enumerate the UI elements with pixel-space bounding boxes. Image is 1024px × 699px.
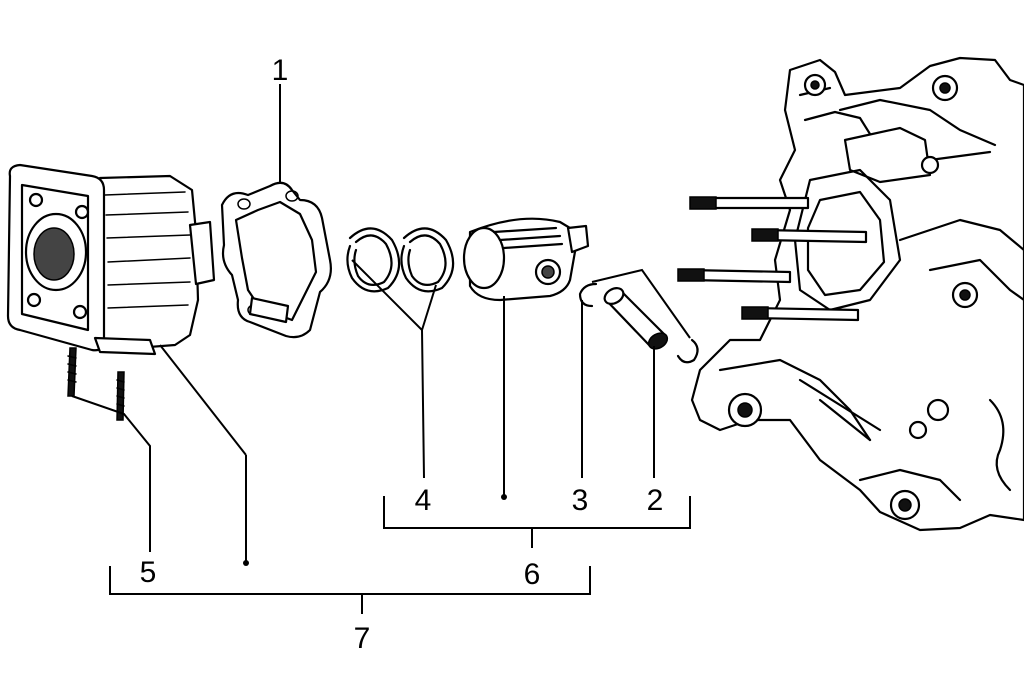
callout-1: 1: [272, 54, 289, 87]
callout-6: 6: [524, 558, 541, 591]
callout-7: 7: [354, 622, 371, 655]
cylinder-drawing: [6, 163, 216, 356]
callout-5: 5: [140, 556, 157, 589]
callout-2: 2: [647, 484, 664, 517]
crankcase-drawing: [690, 56, 1024, 532]
circlips-drawing: [578, 282, 699, 364]
piston-rings-drawing: [346, 227, 455, 293]
studs-drawing: [677, 196, 868, 322]
screws-drawing: [67, 347, 125, 421]
leader-lines: [71, 84, 691, 614]
piston-pin-drawing: [603, 287, 669, 350]
callout-4: 4: [415, 484, 432, 517]
callout-3: 3: [572, 484, 589, 517]
gasket-drawing: [220, 181, 332, 339]
piston-drawing: [462, 217, 590, 302]
